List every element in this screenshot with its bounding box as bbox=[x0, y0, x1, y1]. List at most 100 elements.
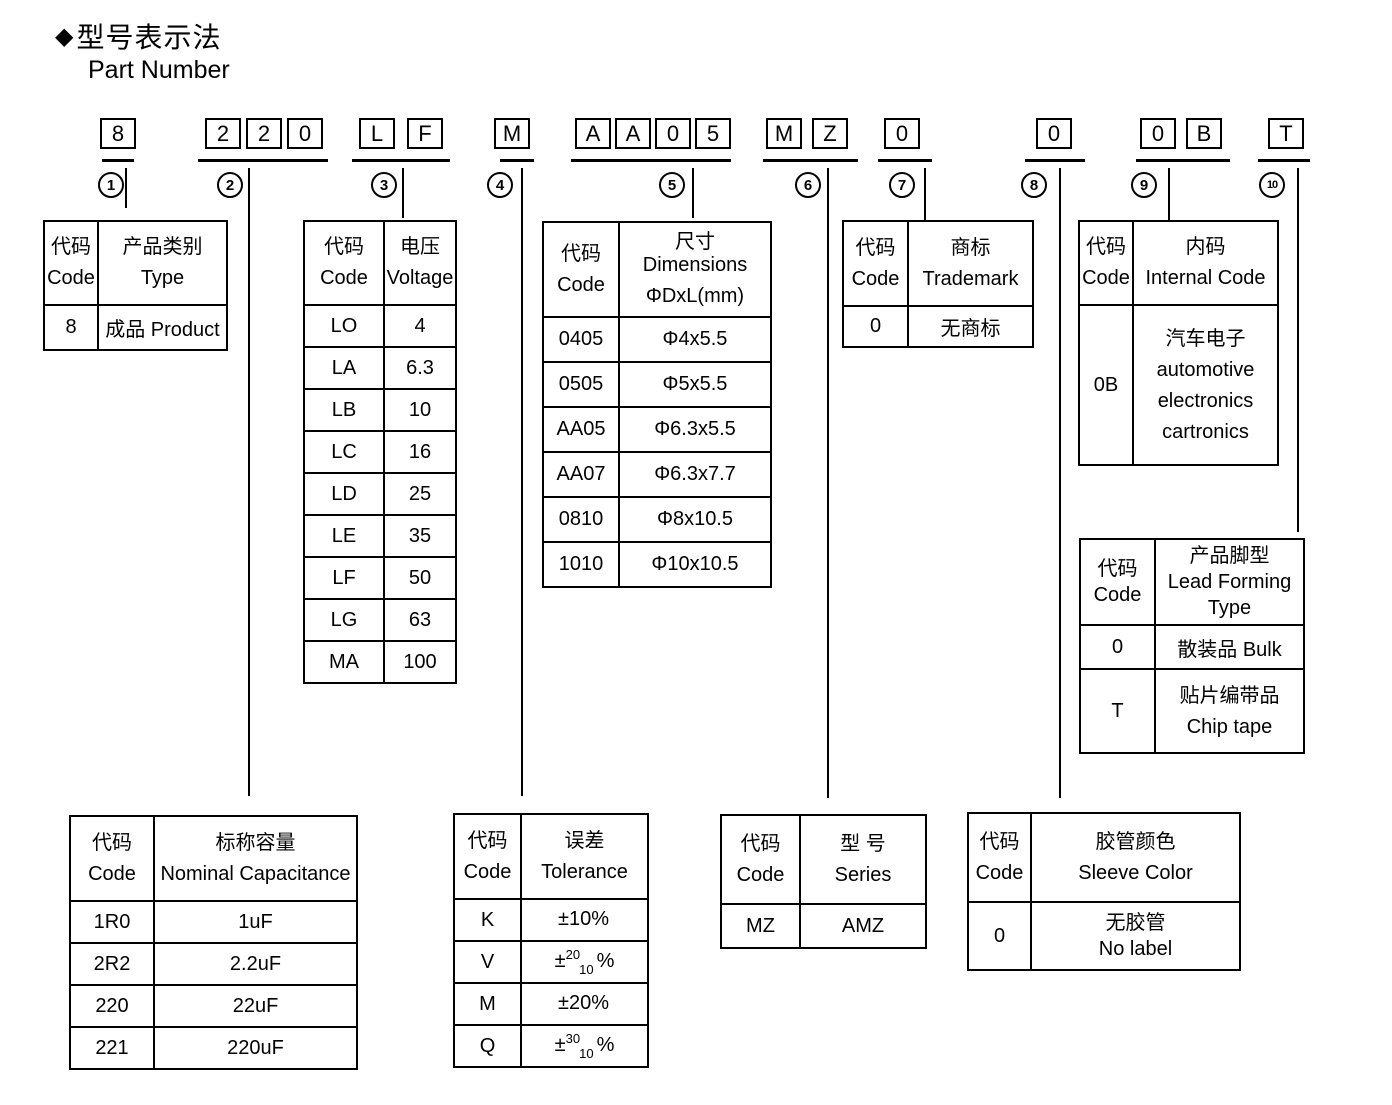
connector-line bbox=[1297, 168, 1299, 532]
code-box: 8 bbox=[100, 118, 136, 149]
code-cell: LE bbox=[303, 514, 385, 558]
code-group-3: L F bbox=[359, 118, 443, 149]
table-row: V ±2010% bbox=[453, 940, 649, 984]
value-cell: Φ4x5.5 bbox=[618, 316, 772, 363]
code-cell: 0B bbox=[1078, 304, 1134, 466]
value-cell: ±10% bbox=[520, 898, 649, 942]
value-cell: 10 bbox=[383, 388, 457, 432]
code-box: A bbox=[615, 118, 651, 149]
group-underline bbox=[500, 159, 534, 162]
code-box: Z bbox=[812, 118, 848, 149]
value-cell: 25 bbox=[383, 472, 457, 516]
code-group-6: M Z bbox=[766, 118, 848, 149]
code-box: 0 bbox=[287, 118, 323, 149]
connector-line bbox=[1168, 168, 1170, 220]
value-cell: 贴片编带品 Chip tape bbox=[1154, 668, 1305, 754]
code-box: F bbox=[407, 118, 443, 149]
table-row: 0B 汽车电子 automotive electronics cartronic… bbox=[1078, 304, 1279, 466]
table-row: K ±10% bbox=[453, 898, 649, 942]
code-cell: LG bbox=[303, 598, 385, 642]
code-cell: 1R0 bbox=[69, 900, 155, 944]
code-cell: M bbox=[453, 982, 522, 1026]
group-underline bbox=[571, 159, 731, 162]
connector-line bbox=[924, 168, 926, 220]
connector-line bbox=[1059, 168, 1061, 798]
connector-line bbox=[125, 168, 127, 208]
code-group-9: 0 B bbox=[1140, 118, 1222, 149]
code-group-4: M bbox=[494, 118, 530, 149]
code-box: 0 bbox=[884, 118, 920, 149]
code-box: 5 bbox=[695, 118, 731, 149]
code-box: 2 bbox=[205, 118, 241, 149]
group-number-badge: 9 bbox=[1131, 172, 1157, 198]
value-cell: Φ6.3x7.7 bbox=[618, 451, 772, 498]
value-cell: 16 bbox=[383, 430, 457, 474]
code-cell: LC bbox=[303, 430, 385, 474]
group-underline bbox=[198, 159, 328, 162]
section-title: ◆ 型号表示法 bbox=[55, 16, 221, 56]
code-cell: T bbox=[1079, 668, 1156, 754]
code-cell: 0405 bbox=[542, 316, 620, 363]
value-cell: 22uF bbox=[153, 984, 358, 1028]
value-cell: ±20% bbox=[520, 982, 649, 1026]
code-cell: 0810 bbox=[542, 496, 620, 543]
table-row: Q ±3010% bbox=[453, 1024, 649, 1068]
value-cell: ±2010% bbox=[520, 940, 649, 984]
table-row: 8 成品 Product bbox=[43, 304, 228, 351]
code-box: M bbox=[494, 118, 530, 149]
table-row: 0 散装品 Bulk bbox=[1079, 624, 1305, 670]
group-number-badge: 8 bbox=[1021, 172, 1047, 198]
group-number-badge: 5 bbox=[659, 172, 685, 198]
group-number-badge: 10 bbox=[1259, 172, 1285, 198]
code-box: T bbox=[1268, 118, 1304, 149]
group-number-badge: 1 bbox=[98, 172, 124, 198]
value-cell: 散装品 Bulk bbox=[1154, 624, 1305, 670]
value-cell: AMZ bbox=[799, 903, 927, 949]
value-cell: 6.3 bbox=[383, 346, 457, 390]
code-cell: LA bbox=[303, 346, 385, 390]
value-cell: 无商标 bbox=[907, 305, 1034, 348]
section-title-en: Part Number bbox=[88, 56, 230, 84]
code-group-7: 0 bbox=[884, 118, 920, 149]
table-row: 0 无商标 bbox=[842, 305, 1034, 348]
group-underline bbox=[1258, 159, 1310, 162]
code-box: A bbox=[575, 118, 611, 149]
connector-line bbox=[827, 168, 829, 798]
code-box: 2 bbox=[246, 118, 282, 149]
